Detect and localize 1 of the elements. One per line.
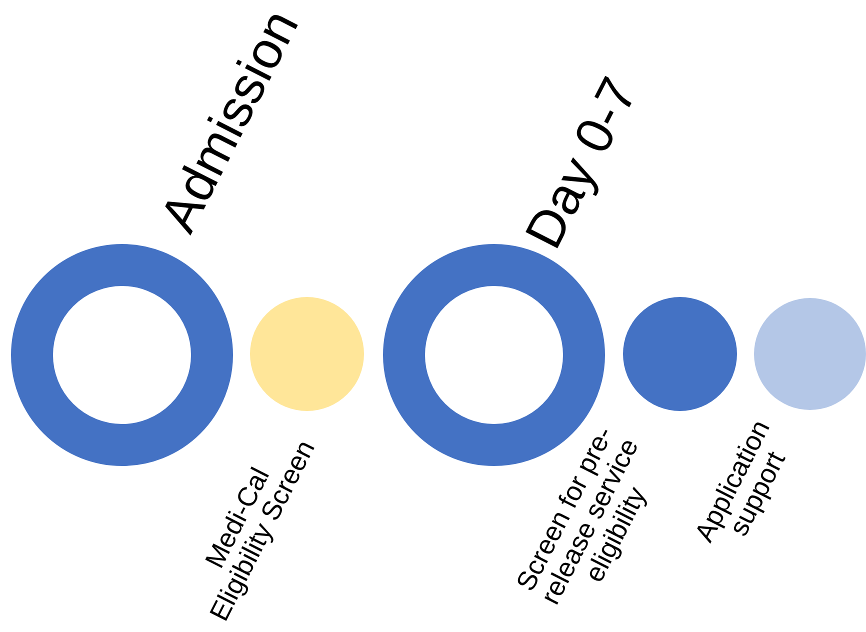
stage-heading: Day 0-7 (514, 68, 650, 260)
